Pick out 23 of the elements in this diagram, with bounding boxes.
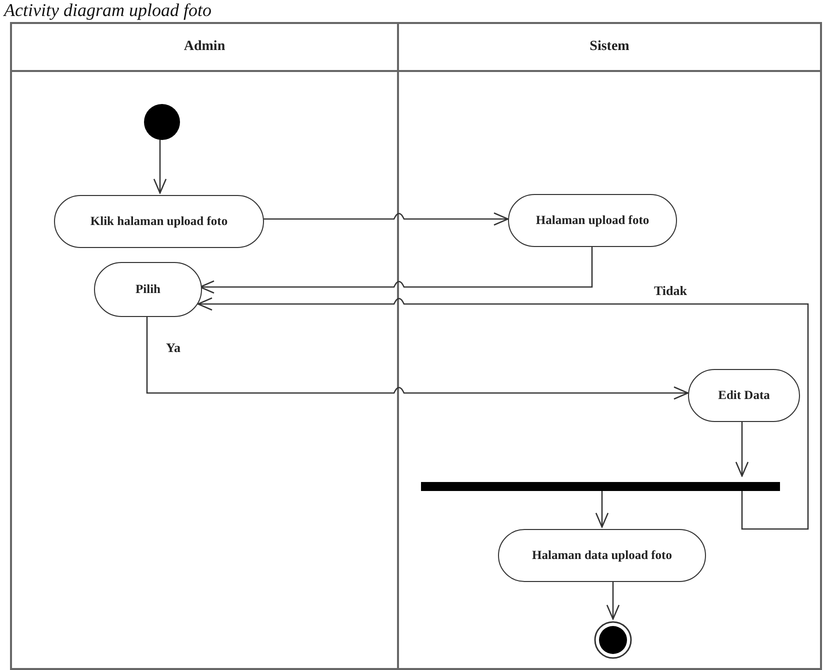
swimlane	[10, 22, 399, 670]
action-label: Halaman data upload foto	[532, 548, 672, 563]
action-node	[498, 529, 706, 582]
arrow	[199, 245, 593, 294]
action-label: Edit Data	[718, 388, 770, 403]
action-node	[94, 262, 202, 317]
diagram-title: Activity diagram upload foto	[4, 0, 212, 20]
action-node	[54, 195, 264, 248]
arrow	[262, 212, 509, 226]
action-label: Klik halaman upload foto	[90, 214, 228, 229]
action-label: Halaman upload foto	[536, 213, 650, 228]
arrow	[606, 580, 620, 620]
action-node	[688, 369, 800, 422]
arrow	[197, 297, 809, 530]
lane-title: Admin	[184, 39, 226, 55]
action-node	[508, 194, 677, 247]
lane-title: Sistem	[590, 39, 630, 55]
arrow	[735, 420, 749, 477]
swimlane	[399, 22, 822, 670]
arrow	[153, 138, 167, 194]
action-label: Pilih	[135, 282, 160, 297]
arrow	[146, 315, 689, 400]
edge-label: Tidak	[652, 283, 690, 298]
